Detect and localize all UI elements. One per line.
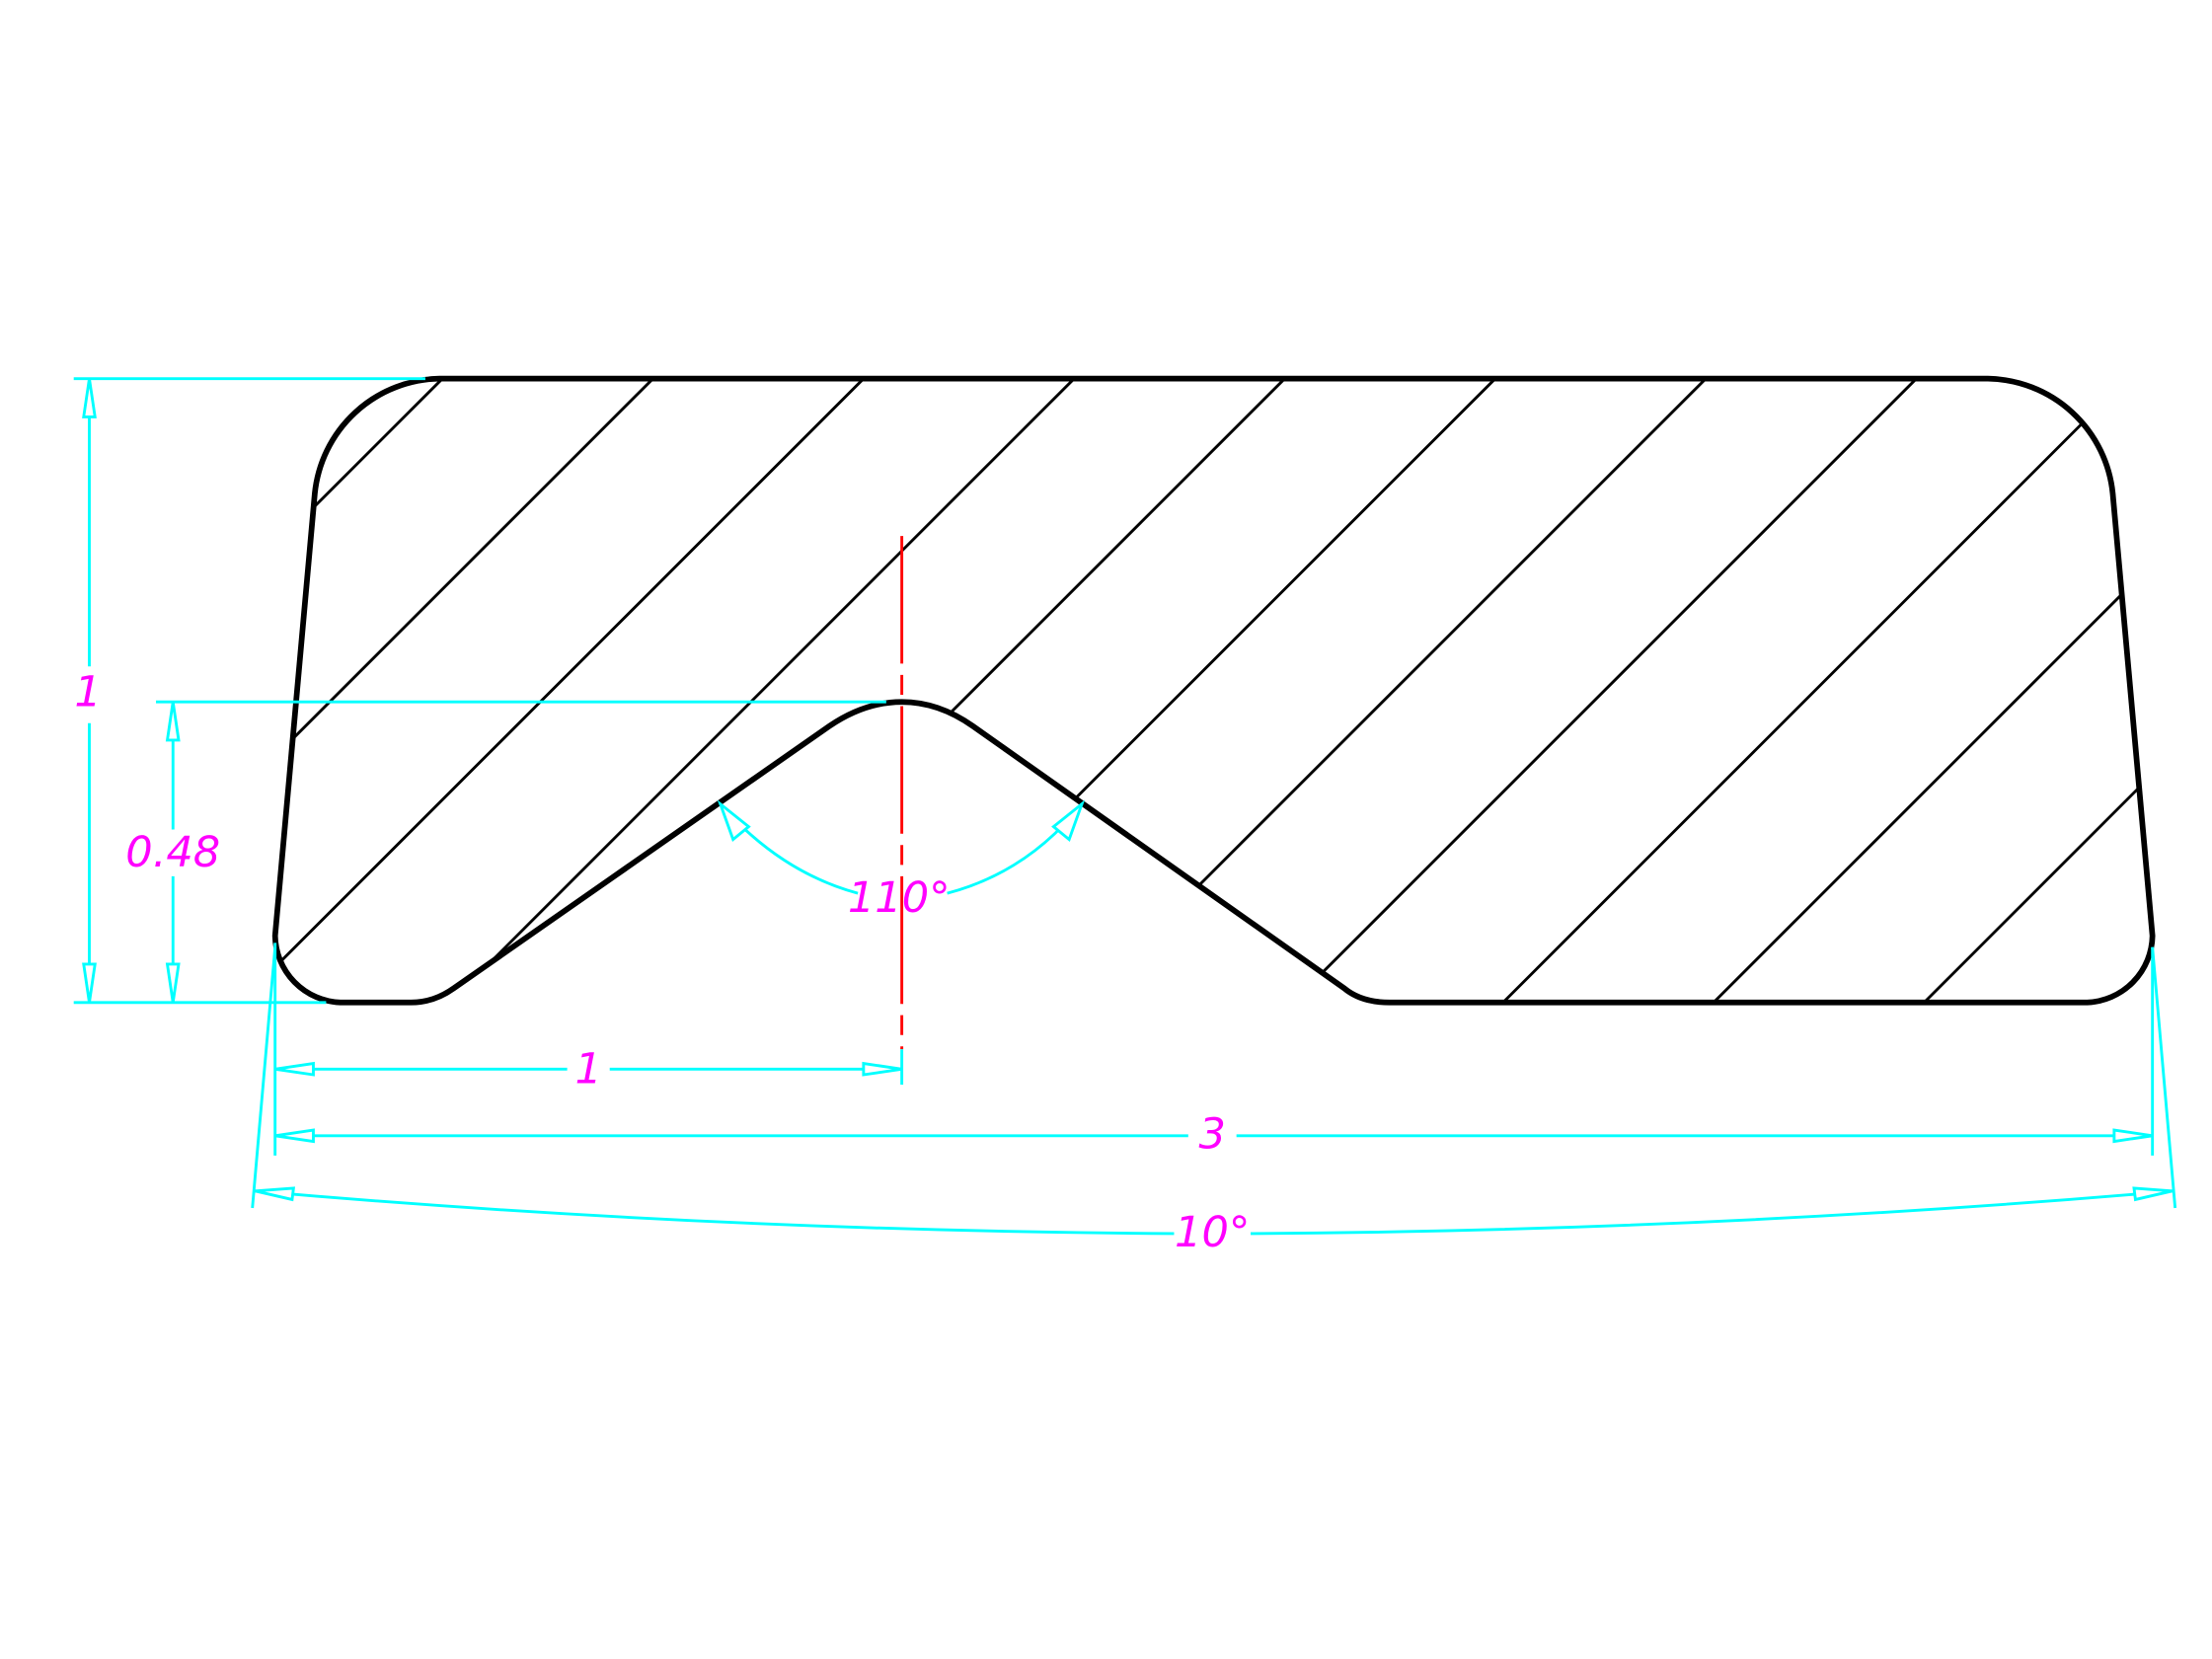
hatch-line (1838, 378, 2153, 1003)
hatch-line (995, 378, 1708, 1003)
dimension-text-offset: 1 (574, 1045, 601, 1094)
dimension-text-groove-angle: 110° (848, 873, 951, 923)
hatch-line (785, 378, 1496, 1003)
hatch-line (1206, 378, 1918, 1003)
dimension-groove-angle: 110° (717, 799, 1086, 923)
dimension-text-height: 1 (74, 668, 101, 717)
dimension-overall-width: 3 (274, 946, 2155, 1160)
hatch-line (574, 378, 1286, 1003)
dimension-overall-height: 1 (73, 377, 425, 1005)
hatch-pattern (0, 378, 2153, 1088)
hatch-line (0, 379, 232, 1088)
dimension-text-depth: 0.48 (125, 828, 220, 877)
hatch-line (274, 378, 444, 1003)
hatch-line (1416, 378, 2128, 1003)
hatch-line (274, 378, 654, 1003)
hatch-line (0, 379, 22, 1088)
hatch-line (363, 378, 1076, 1003)
dimension-text-taper: 10° (1175, 1208, 1250, 1257)
dimension-text-width: 3 (1199, 1110, 1226, 1160)
hatch-line (274, 378, 865, 1003)
dimension-groove-depth: 0.48 (125, 700, 886, 1003)
hatch-line (1627, 378, 2153, 1003)
dimension-taper-angle: 10° (251, 946, 2177, 1257)
part-section-outline (271, 375, 2156, 1006)
dimension-groove-offset: 1 (273, 943, 904, 1156)
